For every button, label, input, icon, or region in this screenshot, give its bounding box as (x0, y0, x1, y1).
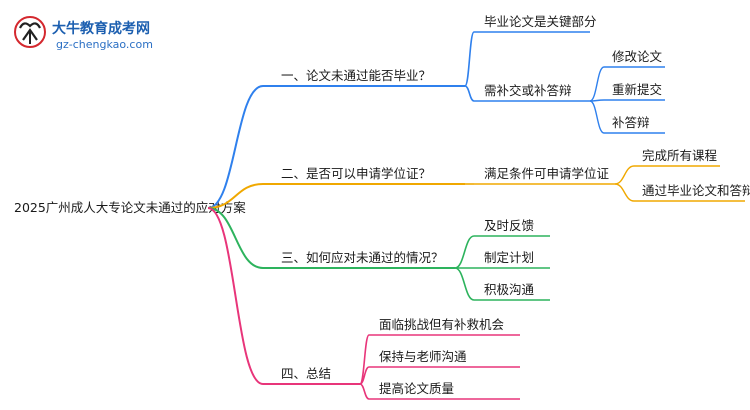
logo-title: 大牛教育成考网 (52, 21, 150, 37)
sub-topic: 提高论文质量 (379, 381, 454, 396)
leaf-topic: 完成所有课程 (642, 148, 718, 163)
sub-connector (454, 267, 475, 301)
sub-topic: 面临挑战但有补救机会 (379, 317, 505, 332)
logo-url: gz-chengkao.com (56, 38, 153, 51)
leaf-connector (589, 66, 605, 102)
branch-connector (207, 183, 264, 209)
sub-connector (454, 235, 475, 269)
leaf-topic: 修改论文 (612, 49, 663, 64)
sub-topic: 保持与老师沟通 (379, 349, 467, 364)
sub-topic: 积极沟通 (484, 282, 535, 297)
sub-topic: 制定计划 (484, 250, 534, 265)
root-topic: 2025广州成人大专论文未通过的应对方案 (14, 200, 246, 215)
branch-label: 二、是否可以申请学位证？ (281, 166, 431, 181)
branch-connector (207, 207, 264, 269)
bull-logo-icon (14, 16, 46, 48)
leaf-connector (589, 100, 605, 134)
branch-connector (207, 207, 264, 385)
branch-connector (207, 85, 264, 209)
leaf-connector (614, 183, 635, 202)
leaf-topic: 重新提交 (612, 82, 662, 97)
sub-topic: 满足条件可申请学位证 (484, 166, 610, 181)
branch-label: 一、论文未通过能否毕业？ (281, 68, 431, 83)
sub-topic: 及时反馈 (484, 218, 534, 233)
sub-topic: 毕业论文是关键部分 (484, 14, 597, 29)
branch-label: 四、总结 (281, 366, 331, 381)
leaf-topic: 通过毕业论文和答辩 (642, 183, 750, 198)
branch-label: 三、如何应对未通过的情况？ (281, 250, 444, 265)
sub-connector (464, 85, 475, 102)
leaf-connector (614, 165, 635, 185)
brand-logo: 大牛教育成考网 gz-chengkao.com (12, 14, 182, 54)
leaf-topic: 补答辩 (612, 115, 650, 130)
sub-topic: 需补交或补答辩 (484, 83, 572, 98)
sub-connector (359, 383, 370, 400)
sub-connector (464, 31, 475, 87)
